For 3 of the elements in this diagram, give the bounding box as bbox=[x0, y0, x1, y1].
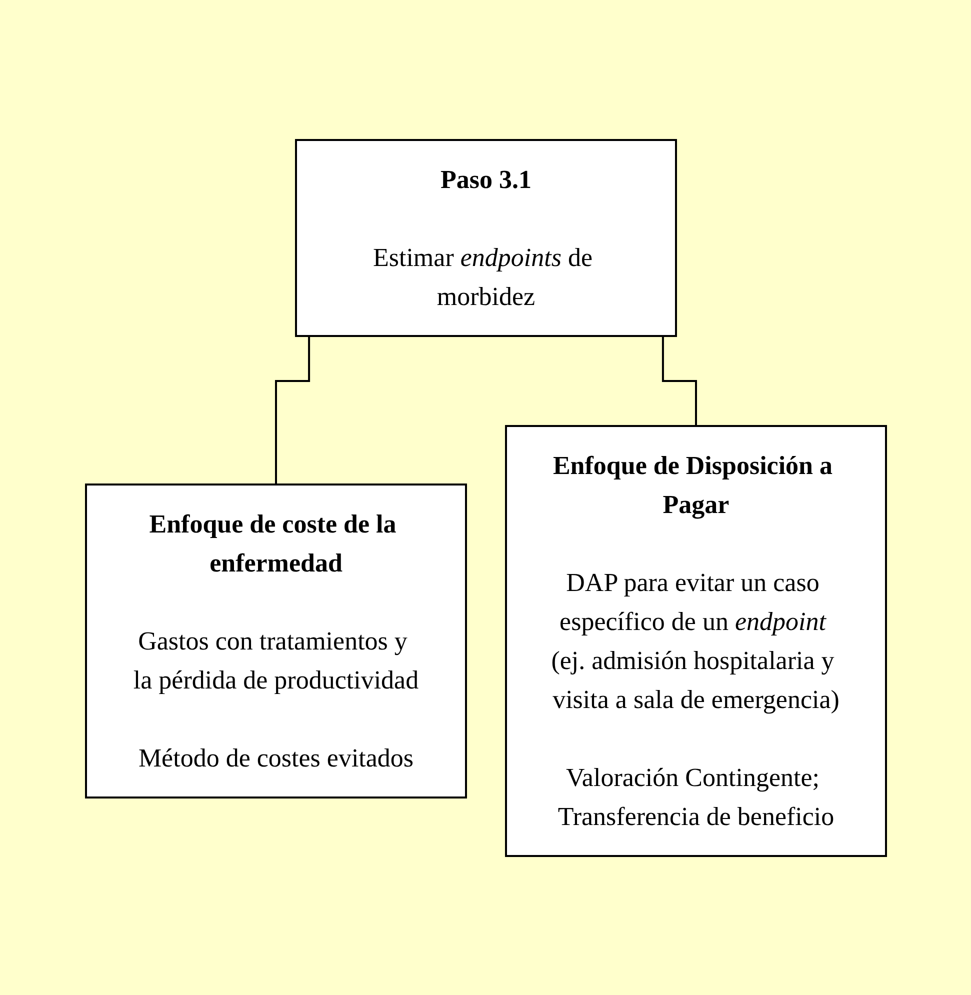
node-box: Paso 3.1 Estimar endpoints de morbidez bbox=[294, 138, 676, 336]
node-box: Enfoque de coste de la enfermedad Gastos con tratamientos y la pérdida de productividad Método de costes evitados bbox=[84, 483, 466, 798]
node-box: Enfoque de Disposición a Pagar DAP para evitar un caso específico de un endpoint (ej. admisión hospitalaria y visita a sala de emergencia) Valoración Contingente; Transferencia de beneficio bbox=[504, 424, 886, 856]
